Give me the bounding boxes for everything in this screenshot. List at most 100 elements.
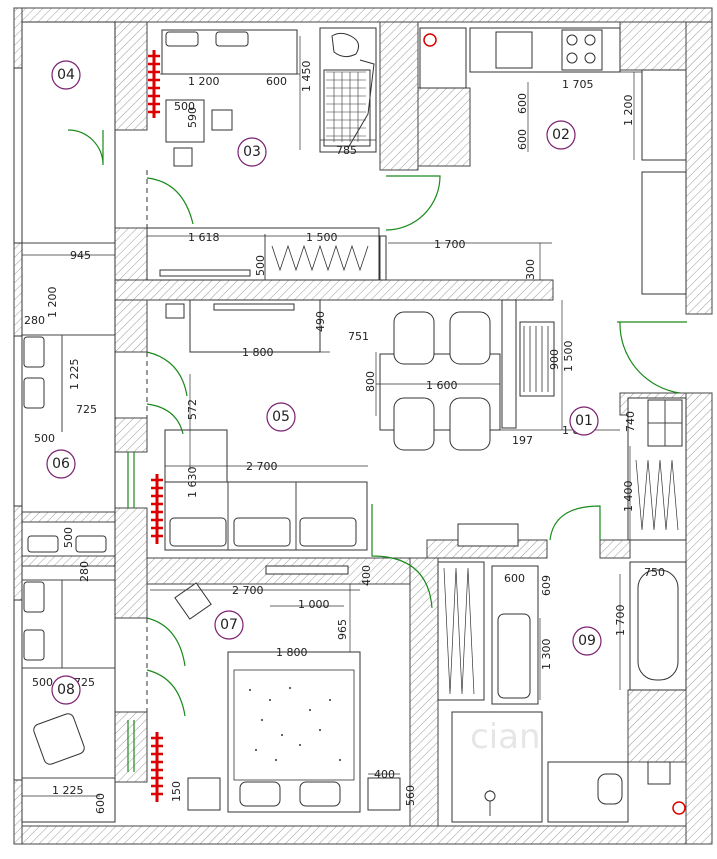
wall-bottom xyxy=(13,825,713,845)
dim-label: 500 xyxy=(174,100,195,113)
wall-03-02 xyxy=(379,21,419,171)
wall-kitchen-block xyxy=(417,87,471,167)
dim-label: 600 xyxy=(266,75,287,88)
nightstand-left xyxy=(187,777,221,811)
room-05-furniture xyxy=(164,299,555,551)
svg-text:02: 02 xyxy=(552,127,570,143)
fridge xyxy=(419,27,467,89)
dim-label: 1 700 xyxy=(614,605,627,637)
dim-label: 590 xyxy=(186,107,199,128)
dim-label: 965 xyxy=(336,619,349,640)
room-label-05: 05 xyxy=(266,402,296,432)
room-07-furniture xyxy=(174,565,401,813)
dim-label: 1 200 xyxy=(622,95,635,127)
dim-label: 785 xyxy=(336,144,357,157)
dim-label: 300 xyxy=(524,259,537,280)
dim-label: 1 400 xyxy=(622,481,635,513)
kitchen-column xyxy=(641,69,687,161)
dim-label: 600 xyxy=(516,129,529,150)
svg-text:09: 09 xyxy=(578,633,596,649)
dim-label: 400 xyxy=(360,565,373,586)
washbasin xyxy=(497,613,531,699)
room-label-03: 03 xyxy=(237,137,267,167)
dim-label: 1 225 xyxy=(52,784,84,797)
svg-text:08: 08 xyxy=(57,682,75,698)
svg-text:04: 04 xyxy=(57,67,75,83)
dim-label: 500 xyxy=(254,255,267,276)
dim-label: 1 600 xyxy=(426,379,458,392)
chair-07 xyxy=(174,582,212,620)
radiators xyxy=(148,50,163,802)
room-03-furniture xyxy=(161,27,377,167)
shower-area xyxy=(451,711,543,823)
dim-label: 500 xyxy=(62,527,75,548)
wall-right-lower xyxy=(685,392,713,845)
dim-label: 600 xyxy=(504,572,525,585)
toilet-icon xyxy=(597,773,623,805)
dim-label: 490 xyxy=(314,311,327,332)
dim-label: 1 630 xyxy=(186,467,199,499)
dim-label: 740 xyxy=(624,411,637,432)
armchair xyxy=(33,713,85,765)
window-04 xyxy=(13,67,23,244)
dim-label: 600 xyxy=(94,793,107,814)
wall-06-05 xyxy=(114,417,148,453)
dim-label: 1 618 xyxy=(188,231,220,244)
kitchen-cabinet-tall xyxy=(641,171,687,295)
dim-label: 500 xyxy=(32,676,53,689)
dim-label: 1 800 xyxy=(276,646,308,659)
wall-corner-kitchen xyxy=(619,21,687,71)
kitchen-02 xyxy=(419,27,687,295)
cooktop-icon xyxy=(561,29,603,71)
room-label-09: 09 xyxy=(572,626,602,656)
window-06 xyxy=(13,335,23,507)
dim-label: 751 xyxy=(348,330,369,343)
dim-label: 800 xyxy=(364,371,377,392)
dim-label: 197 xyxy=(512,434,533,447)
svg-text:05: 05 xyxy=(272,409,290,425)
room-label-04: 04 xyxy=(51,60,81,90)
radiator-08 xyxy=(151,732,163,802)
watermark: cian xyxy=(470,717,541,757)
balcony-partitions xyxy=(22,130,148,800)
svg-text:03: 03 xyxy=(243,144,261,160)
window-08 xyxy=(13,599,23,781)
room-label-07: 07 xyxy=(214,610,244,640)
dim-label: 280 xyxy=(78,561,91,582)
dim-label: 1 225 xyxy=(68,359,81,391)
svg-text:01: 01 xyxy=(575,413,593,429)
dimension-lines xyxy=(22,36,642,797)
dim-label: 900 xyxy=(548,349,561,370)
radiator-06 xyxy=(151,474,163,544)
dim-label: 1 500 xyxy=(306,231,338,244)
hallway-01 xyxy=(627,397,687,541)
wall-06-07 xyxy=(114,507,148,619)
dim-label: 280 xyxy=(24,314,45,327)
dim-label: 400 xyxy=(374,768,395,781)
wall-balcony-08 xyxy=(21,555,116,567)
wall-06-08-balcony xyxy=(21,511,116,523)
dim-label: 1 700 xyxy=(434,238,466,251)
dim-label: 609 xyxy=(540,575,553,596)
radiator-03 xyxy=(148,50,160,118)
dim-label: 945 xyxy=(70,249,91,262)
dim-label: 725 xyxy=(76,403,97,416)
bathroom-furniture xyxy=(437,523,687,823)
dim-label: 500 xyxy=(34,432,55,445)
wall-08-07 xyxy=(114,711,148,783)
dim-label: 2 700 xyxy=(246,460,278,473)
dim-label: 1 200 xyxy=(188,75,220,88)
dim-label: 1 000 xyxy=(298,598,330,611)
balcony-furniture xyxy=(23,336,107,765)
nightstand-right xyxy=(367,777,401,811)
room-label-08: 08 xyxy=(51,675,81,705)
doors xyxy=(67,129,687,772)
dim-label: 1 200 xyxy=(46,287,59,319)
dim-label: 2 700 xyxy=(232,584,264,597)
dimension-labels: 1 200 600 1 450 500 590 785 1 705 600 1 … xyxy=(24,61,665,815)
svg-text:06: 06 xyxy=(52,456,70,472)
riser-icon xyxy=(672,801,686,815)
dim-label: 150 xyxy=(170,781,183,802)
svg-text:07: 07 xyxy=(220,617,238,633)
